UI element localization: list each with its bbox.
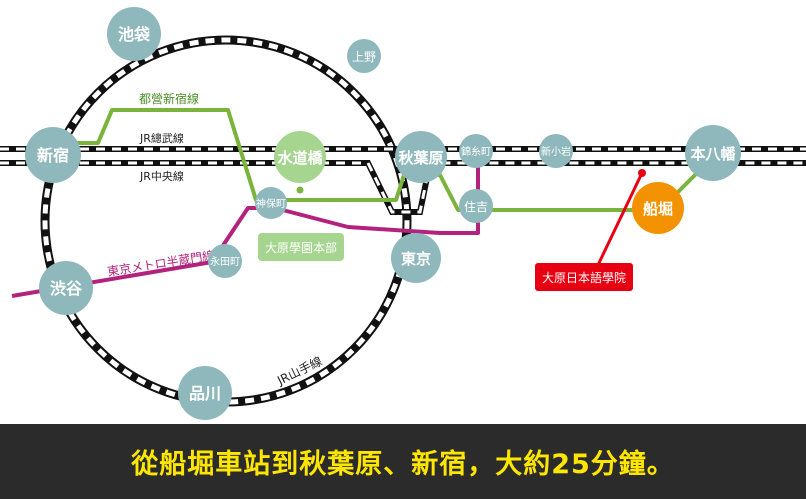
toei-shinjuku-line <box>65 108 720 212</box>
station-suidobashi: 水道橋 <box>274 131 326 183</box>
station-tokyo: 東京 <box>391 233 441 283</box>
svg-text:住吉: 住吉 <box>464 200 488 214</box>
svg-text:錦糸町: 錦糸町 <box>461 145 491 158</box>
school-pin-icon <box>638 169 646 177</box>
ohara-hq-marker <box>296 186 304 194</box>
station-shibuya: 渋谷 <box>39 261 93 315</box>
caption-text: 從船堀車站到秋葉原、新宿，大約25分鐘。 <box>131 449 675 480</box>
ohara-hq-label: 大原學園本部 <box>258 233 344 261</box>
label-hanzomon: 東京メトロ半蔵門線 <box>106 247 215 279</box>
svg-text:新小岩: 新小岩 <box>541 145 571 158</box>
station-jimbocho: 神保町 <box>255 187 287 219</box>
label-jr-sobu: JR總武線 <box>139 131 184 145</box>
svg-text:東京: 東京 <box>401 250 431 268</box>
station-kinshicho: 錦糸町 <box>459 134 493 168</box>
station-nagatacho: 永田町 <box>208 244 242 278</box>
yamanote-line-ties <box>42 37 410 405</box>
station-sumiyoshi: 住吉 <box>459 189 493 223</box>
svg-text:品川: 品川 <box>189 384 221 403</box>
svg-text:永田町: 永田町 <box>210 255 240 268</box>
station-shinjuku: 新宿 <box>25 127 81 183</box>
station-ueno: 上野 <box>347 39 381 73</box>
station-akihabara: 秋葉原 <box>395 131 447 183</box>
route-map: 都營新宿線 JR總武線 JR中央線 東京メトロ半蔵門線 JR山手線 池袋 新宿 … <box>0 7 806 420</box>
svg-text:水道橋: 水道橋 <box>277 149 323 167</box>
svg-text:大原日本語學院: 大原日本語學院 <box>542 270 626 285</box>
station-funabori: 船堀 <box>632 182 684 234</box>
route-map-svg: 都營新宿線 JR總武線 JR中央線 東京メトロ半蔵門線 JR山手線 池袋 新宿 … <box>0 7 806 420</box>
station-shinagawa: 品川 <box>178 366 232 420</box>
svg-text:神保町: 神保町 <box>256 197 286 210</box>
svg-text:上野: 上野 <box>352 50 376 64</box>
station-ikebukuro: 池袋 <box>107 7 161 61</box>
svg-text:本八幡: 本八幡 <box>690 145 736 163</box>
svg-text:秋葉原: 秋葉原 <box>398 149 443 167</box>
label-jr-chuo: JR中央線 <box>139 169 184 183</box>
school-connector <box>596 172 644 266</box>
ohara-school-label: 大原日本語學院 <box>535 263 633 291</box>
station-shinkoiwa: 新小岩 <box>539 134 573 168</box>
svg-text:渋谷: 渋谷 <box>50 279 83 298</box>
svg-text:船堀: 船堀 <box>643 200 673 218</box>
svg-text:池袋: 池袋 <box>118 25 151 44</box>
svg-text:新宿: 新宿 <box>37 146 69 165</box>
station-motoyawata: 本八幡 <box>685 125 741 181</box>
label-toei-shinjuku: 都營新宿線 <box>139 91 199 106</box>
svg-text:大原學園本部: 大原學園本部 <box>265 240 337 255</box>
caption-bar: 從船堀車站到秋葉原、新宿，大約25分鐘。 <box>0 424 806 499</box>
